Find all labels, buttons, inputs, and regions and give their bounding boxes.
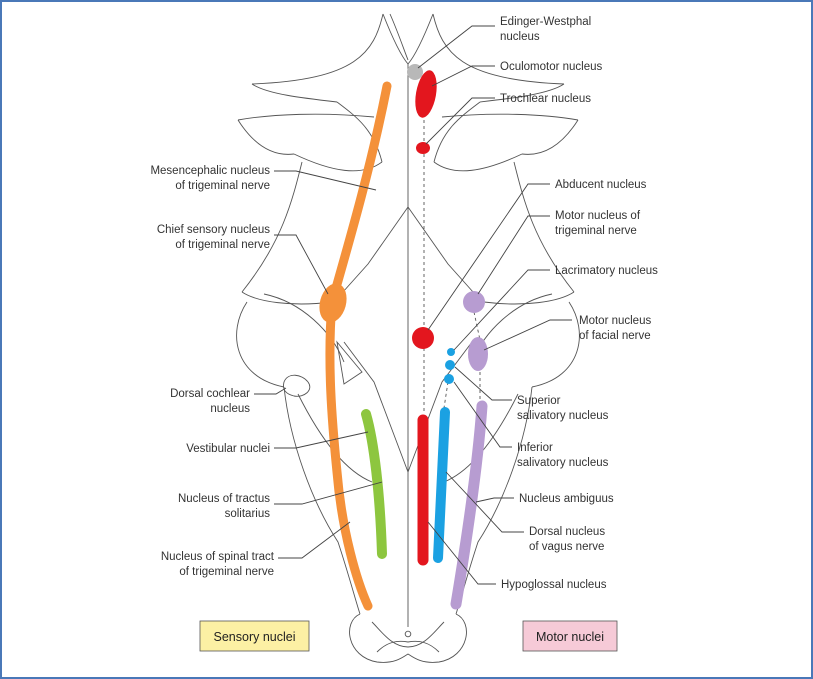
label-vestibular: Vestibular nuclei [186, 443, 270, 455]
legend-sensory: Sensory nuclei [199, 620, 310, 652]
legend-motor-swatch [522, 620, 618, 652]
nucleus-ambiguus [450, 400, 488, 610]
label-trochlear: Trochlear nucleus [500, 93, 591, 105]
label-oculomotor: Oculomotor nucleus [500, 61, 603, 73]
motor-nuclei [407, 64, 488, 610]
oculomotor-nucleus [415, 70, 437, 118]
motor-facial-nucleus [468, 337, 488, 371]
label-abducent: Abducent nucleus [555, 179, 647, 191]
legend: Sensory nuclei Motor nuclei [199, 620, 618, 652]
column-connectors [423, 120, 481, 414]
label-lacrimatory: Lacrimatory nucleus [555, 265, 658, 277]
brainstem-outline [236, 13, 580, 663]
legend-sensory-swatch [199, 620, 310, 652]
inferior-salivatory-nucleus [444, 374, 454, 384]
edinger-westphal-nucleus [407, 64, 423, 80]
dorsal-vagus-nucleus [433, 407, 450, 563]
trochlear-nucleus [416, 142, 430, 154]
superior-salivatory-nucleus [445, 360, 455, 370]
sensory-nuclei [319, 81, 392, 611]
central-canal [404, 630, 412, 638]
leader-lines [254, 25, 572, 585]
lacrimatory-nucleus [447, 348, 455, 356]
abducent-nucleus [412, 327, 434, 349]
tractus-solitarius-nucleus [361, 409, 387, 559]
legend-sensory-label: Sensory nuclei [214, 630, 296, 644]
motor-trigeminal-nucleus [463, 291, 485, 313]
legend-motor: Motor nuclei [522, 620, 618, 652]
legend-motor-label: Motor nuclei [536, 630, 604, 644]
label-nucleus-ambiguus: Nucleus ambiguus [519, 493, 614, 505]
chief-sensory-nucleus [319, 283, 347, 323]
label-hypoglossal: Hypoglossal nucleus [501, 579, 607, 591]
